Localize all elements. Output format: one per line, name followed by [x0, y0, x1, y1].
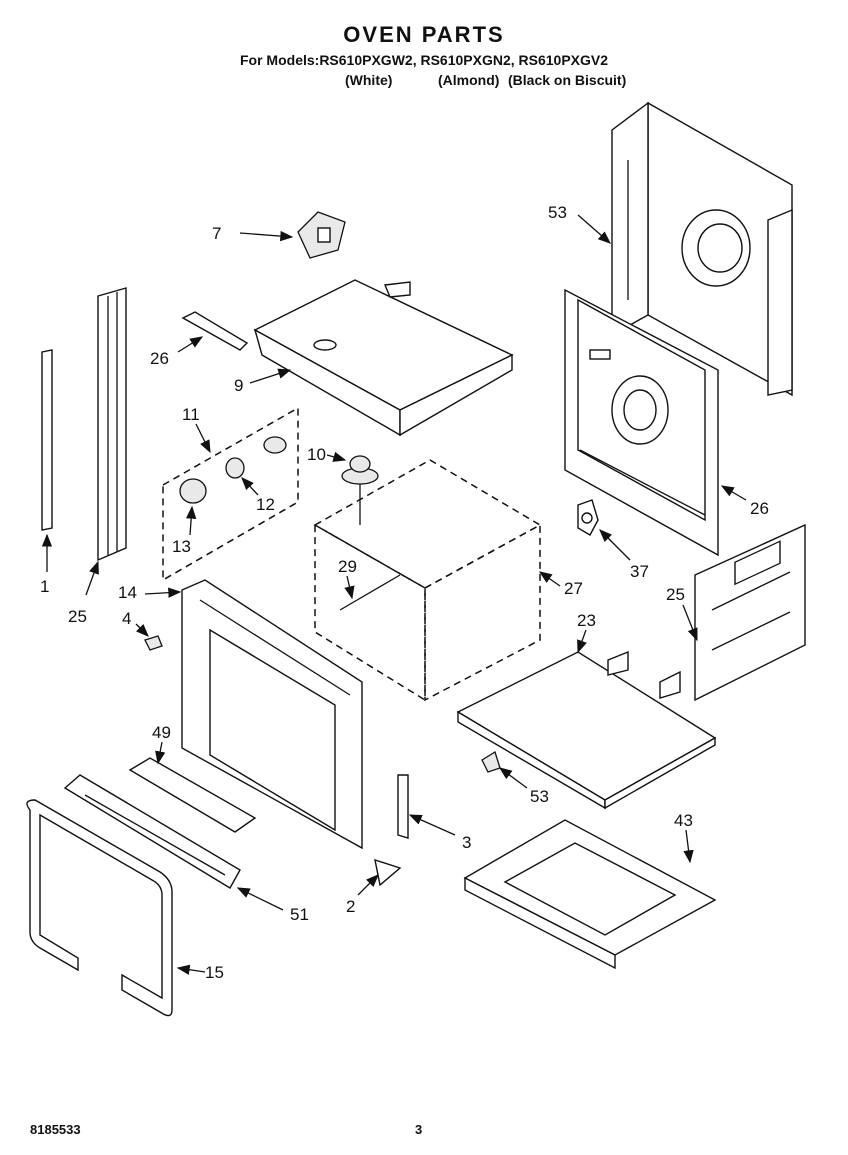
part-11-light-kit	[162, 406, 299, 582]
part-23-strip	[181, 311, 249, 351]
model-list: For Models:RS610PXGW2, RS610PXGN2, RS610…	[239, 52, 609, 68]
part-10-switch	[297, 211, 346, 259]
part-49-strip	[128, 757, 257, 833]
callout-9: 10	[307, 445, 326, 464]
callout-19: 23	[577, 611, 596, 630]
part-1-strip	[41, 349, 53, 531]
part-19-bottom-panel	[456, 650, 717, 810]
part-53-clip	[481, 751, 501, 773]
callout-14: 14	[118, 583, 137, 602]
callout-53-label: 53	[530, 787, 549, 806]
part-15-door-gasket	[26, 799, 173, 1017]
callout-29: 29	[338, 557, 357, 576]
callout-15: 15	[205, 963, 224, 982]
part-14-front-frame	[181, 579, 363, 850]
part-37-bracket	[577, 499, 599, 536]
part-7-top-panel	[253, 279, 514, 437]
callout-10: 7	[212, 224, 221, 243]
callout-49: 49	[152, 723, 171, 742]
callout-50: 53	[548, 203, 567, 222]
document-number: 8185533	[30, 1122, 81, 1137]
part-26-inner-rear-panel	[564, 288, 719, 557]
part-43-bottom-tray	[463, 819, 717, 970]
part-9-sensor	[341, 455, 379, 525]
part-51-vent-trim	[63, 774, 241, 889]
callout-arrows	[41, 214, 747, 975]
page-title: OVEN PARTS	[343, 22, 505, 47]
callout-12: 12	[256, 495, 275, 514]
part-27-oven-cavity	[313, 459, 542, 702]
callout-1: 1	[40, 577, 49, 596]
callout-2: 2	[346, 897, 355, 916]
color-almond: (Almond)	[438, 72, 500, 88]
callout-37: 37	[630, 562, 649, 581]
part-21-side-trim	[97, 287, 127, 562]
part-3-bracket	[397, 774, 409, 839]
color-white: (White)	[345, 72, 393, 88]
callout-7b: 9	[234, 376, 243, 395]
callout-3: 3	[462, 833, 471, 852]
callout-25-label: 25	[666, 585, 685, 604]
callout-4: 4	[122, 609, 131, 628]
part-25-side-panel	[694, 523, 806, 702]
part-4-screw	[144, 635, 163, 651]
page-number: 3	[415, 1122, 423, 1137]
callout-labels: 7 53 26 7 9 11 10 12 13 1 25 14 4 29 27 …	[40, 203, 693, 982]
part-2-bracket	[374, 858, 402, 887]
callout-26-label: 26	[750, 499, 769, 518]
callout-51: 51	[290, 905, 309, 924]
callout-labels-extra: 26 25 53	[530, 499, 769, 806]
callout-23: 26	[150, 349, 169, 368]
callout-43: 43	[674, 811, 693, 830]
callout-21: 25	[68, 607, 87, 626]
color-black-biscuit: (Black on Biscuit)	[508, 72, 627, 88]
callout-27: 27	[564, 579, 583, 598]
callout-11: 11	[182, 405, 200, 424]
callout-13: 13	[172, 537, 191, 556]
part-50-rear-panel	[611, 101, 793, 397]
